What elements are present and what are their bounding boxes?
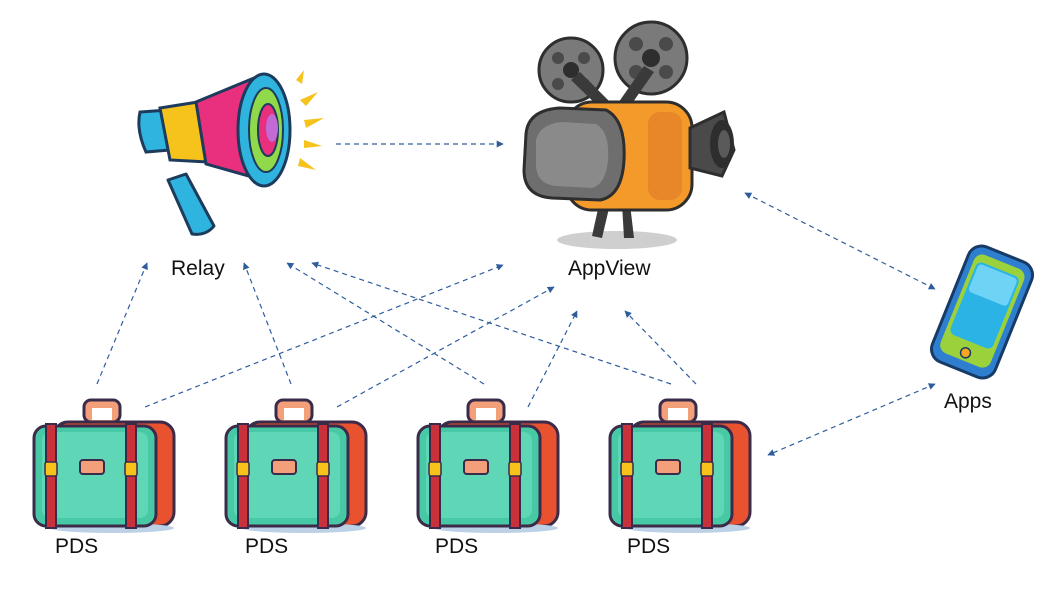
movie-camera-icon bbox=[522, 20, 736, 249]
edge-pds2-to-relay bbox=[243, 262, 292, 385]
megaphone-icon bbox=[137, 70, 324, 236]
pds-label: PDS bbox=[55, 535, 99, 558]
suitcase-icon bbox=[608, 398, 752, 535]
pds-label: PDS bbox=[435, 535, 479, 558]
pds-label: PDS bbox=[627, 535, 671, 558]
edge-pds1-to-appview bbox=[144, 264, 504, 408]
edge-pds1-to-relay bbox=[96, 262, 148, 385]
appview-label: AppView bbox=[568, 257, 651, 280]
relay-label: Relay bbox=[171, 257, 225, 280]
smartphone-icon bbox=[929, 244, 1035, 380]
edge-pds4-to-appview bbox=[624, 310, 697, 385]
suitcase-icon bbox=[32, 398, 176, 535]
edge-pds3-to-relay bbox=[286, 262, 485, 385]
edge-pds4-to-relay bbox=[311, 261, 672, 385]
suitcase-icon bbox=[416, 398, 560, 535]
edge-appview-apps bbox=[744, 192, 936, 290]
apps-label: Apps bbox=[944, 390, 992, 413]
edge-pds2-to-appview bbox=[336, 286, 555, 408]
edge-pds3-to-appview bbox=[527, 310, 578, 408]
pds-label: PDS bbox=[245, 535, 289, 558]
edge-apps-pds4 bbox=[767, 383, 936, 456]
suitcase-icon bbox=[224, 398, 368, 535]
